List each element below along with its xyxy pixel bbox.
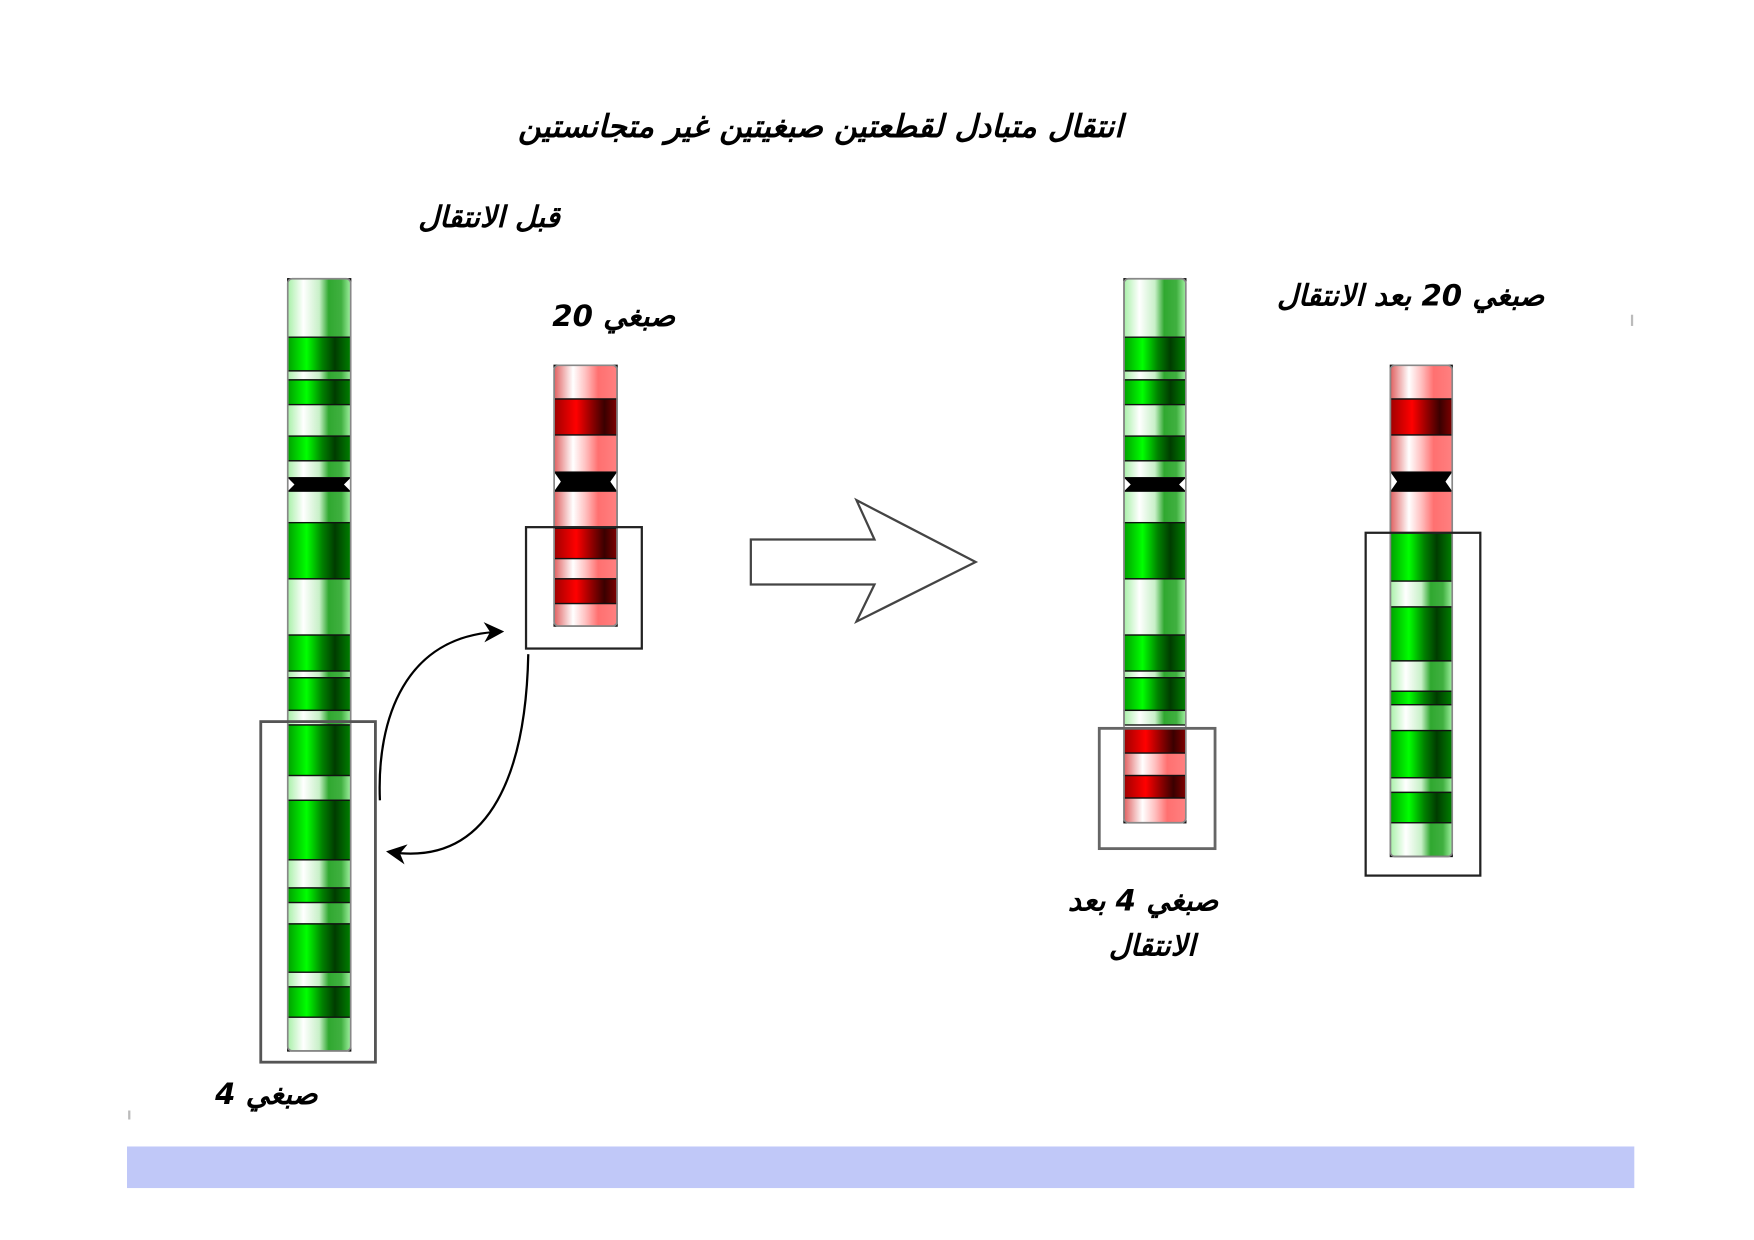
chromosome-20 xyxy=(553,364,618,627)
chromosome-4-after-label-line2: الانتقال xyxy=(1109,928,1200,962)
chromosome-band xyxy=(287,435,352,462)
chromosome-band xyxy=(287,901,352,925)
chromosome-band xyxy=(1123,460,1187,479)
chromosome-band xyxy=(1123,677,1187,712)
chromosome-band xyxy=(553,398,618,436)
chromosome-band xyxy=(1389,690,1453,706)
chromosome-band xyxy=(1123,670,1187,679)
chromosome-band xyxy=(1123,774,1187,799)
before-translocation-label: قبل الانتقال xyxy=(418,200,562,234)
chromosome-band xyxy=(287,278,352,338)
chromosome-band xyxy=(1123,797,1187,824)
exchange-arrow-down-icon xyxy=(386,654,530,865)
chromosome-4 xyxy=(286,277,352,1052)
chromosome-band xyxy=(287,677,352,712)
chromosome-4-after xyxy=(1123,277,1187,824)
chromosome-band xyxy=(1389,660,1453,692)
chromosome-20-after-label: صبغي 20 بعد الانتقال xyxy=(1277,279,1546,314)
chromosome-band xyxy=(1123,370,1187,381)
chromosome-band xyxy=(553,364,618,400)
chromosome-band xyxy=(1123,578,1187,636)
chromosome-band xyxy=(1123,278,1187,338)
chromosome-band xyxy=(1389,791,1453,824)
chromosome-band xyxy=(553,527,618,560)
chromosome-band xyxy=(1389,704,1453,732)
chromosome-band xyxy=(1123,634,1187,672)
chromosome-band xyxy=(553,557,618,580)
centromere xyxy=(1124,477,1186,492)
chromosome-band xyxy=(287,1016,352,1052)
chromosome-band xyxy=(1123,521,1187,580)
chromosome-band xyxy=(287,634,352,672)
chromosome-band xyxy=(287,379,352,406)
chromosome-band xyxy=(1389,777,1453,794)
exchange-arrow-up-icon xyxy=(378,622,505,801)
chromosome-20-label: صبغي 20 xyxy=(552,299,676,334)
chromosome-band xyxy=(287,799,352,861)
chr4-segment-box xyxy=(259,720,377,1064)
chr20-after-segment-box xyxy=(1364,531,1482,877)
chromosome-band xyxy=(287,521,352,580)
chromosome-band xyxy=(1123,435,1187,462)
chromosome-4-after-label-line1: صبغي 4 بعد xyxy=(1068,883,1220,918)
diagram-title: انتقال متبادل لقطعتين صبغيتين غير متجانس… xyxy=(518,109,1127,146)
chromosome-band xyxy=(553,490,618,529)
chromosome-band xyxy=(287,971,352,988)
chromosome-band xyxy=(1123,379,1187,406)
chromosome-band xyxy=(1123,336,1187,372)
chr20-segment-box xyxy=(524,526,643,650)
chromosome-band xyxy=(1389,580,1453,608)
chromosome-band xyxy=(1123,490,1187,524)
centromere xyxy=(287,477,351,492)
chromosome-band xyxy=(287,887,352,904)
chromosome-band xyxy=(1389,490,1453,534)
chromosome-band xyxy=(1389,822,1453,858)
chromosome-band xyxy=(1389,532,1453,582)
chromosome-band xyxy=(287,670,352,679)
chromosome-band xyxy=(287,370,352,381)
chromosome-band xyxy=(1389,364,1453,400)
tick-mark xyxy=(128,1110,131,1120)
tick-mark xyxy=(1630,314,1634,326)
chromosome-band xyxy=(287,724,352,777)
chromosome-band xyxy=(1389,729,1453,779)
centromere xyxy=(1390,472,1453,492)
transition-arrow-icon xyxy=(749,497,979,625)
chromosome-band xyxy=(287,403,352,437)
chromosome-band xyxy=(287,923,352,973)
chromosome-band xyxy=(287,859,352,889)
chromosome-band xyxy=(1389,606,1453,662)
chromosome-band xyxy=(287,578,352,636)
chromosome-band xyxy=(1123,727,1187,754)
chromosome-band xyxy=(1123,709,1187,726)
chromosome-20-after xyxy=(1389,364,1454,858)
chromosome-band xyxy=(287,460,352,479)
footer-bar xyxy=(127,1146,1635,1189)
chromosome-band xyxy=(287,774,352,801)
chromosome-band xyxy=(1389,434,1453,473)
chromosome-band xyxy=(287,490,352,524)
chromosome-band xyxy=(287,336,352,372)
chromosome-band xyxy=(1123,403,1187,437)
chromosome-band xyxy=(553,434,618,473)
chromosome-band xyxy=(1389,398,1453,436)
chromosome-band xyxy=(287,986,352,1018)
chr4-after-segment-box xyxy=(1097,726,1217,851)
chromosome-band xyxy=(553,602,618,627)
centromere xyxy=(554,472,618,492)
chromosome-4-label: صبغي 4 xyxy=(214,1077,319,1112)
chromosome-band xyxy=(1123,752,1187,777)
chromosome-band xyxy=(553,578,618,605)
